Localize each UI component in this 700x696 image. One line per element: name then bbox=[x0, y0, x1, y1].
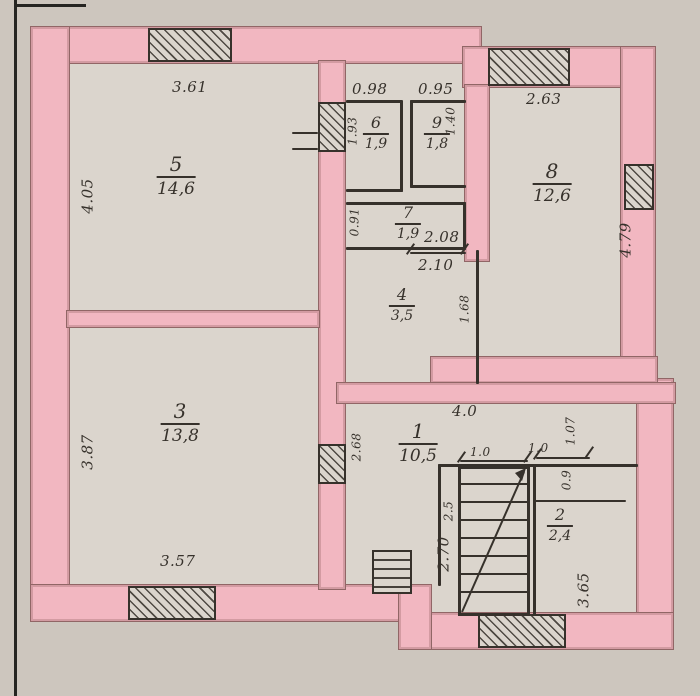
partition-room9-top bbox=[410, 100, 466, 103]
room-area: 1,9 bbox=[396, 225, 420, 242]
dim-stairs-run-b: 2.70 bbox=[434, 536, 453, 572]
room-area: 3,5 bbox=[390, 307, 414, 324]
window-bottom-left bbox=[128, 586, 216, 620]
dim-room7-width2: 2.10 bbox=[418, 256, 454, 274]
dim-stairs-run-a: 2.5 bbox=[441, 500, 456, 522]
dim-room3-bottom: 3.57 bbox=[160, 552, 196, 570]
dim-room8-top: 2.63 bbox=[526, 90, 562, 108]
dim-room7-left: 0.91 bbox=[347, 207, 362, 237]
dim-room1-left: 2.68 bbox=[349, 432, 364, 462]
window-top-left bbox=[148, 28, 232, 62]
room-number: 1 bbox=[398, 420, 438, 445]
dim-room5-left: 4.05 bbox=[78, 178, 97, 214]
dim-line bbox=[460, 460, 528, 462]
room-number: 9 bbox=[423, 114, 451, 135]
room-number: 5 bbox=[156, 153, 196, 178]
opening-center-wall-upper bbox=[318, 102, 346, 152]
dim-room8-right: 4.79 bbox=[616, 222, 635, 258]
window-right bbox=[624, 164, 654, 210]
room-label-9: 9 1,8 bbox=[423, 114, 451, 152]
photo-edge-left bbox=[14, 0, 17, 696]
window-top-right bbox=[488, 48, 570, 86]
room-label-2: 2 2,4 bbox=[546, 506, 574, 544]
partition-hall-right bbox=[438, 464, 441, 586]
room-number: 3 bbox=[160, 400, 200, 425]
room-label-4: 4 3,5 bbox=[388, 286, 416, 324]
room-area: 1,9 bbox=[364, 135, 388, 152]
room-number: 8 bbox=[532, 160, 572, 185]
wall-outer-bottom-left bbox=[30, 584, 420, 622]
partition-room2-shelf bbox=[534, 500, 626, 502]
dim-room6-top: 0.98 bbox=[352, 80, 388, 98]
opening-center-wall-lower bbox=[318, 444, 346, 484]
wall-room8-left bbox=[464, 84, 490, 262]
room-label-3: 3 13,8 bbox=[160, 400, 200, 446]
dim-room2-width: 1.0 bbox=[528, 441, 549, 455]
plan-floor bbox=[30, 26, 674, 650]
wall-room5-room3-divider bbox=[66, 310, 320, 328]
room-area: 12,6 bbox=[533, 186, 571, 206]
partition-room4-right bbox=[476, 250, 479, 384]
wall-outer-right-lower bbox=[636, 378, 674, 648]
room-number: 7 bbox=[394, 204, 422, 225]
room-label-5: 5 14,6 bbox=[156, 153, 196, 199]
dim-room2-right: 1.07 bbox=[563, 416, 578, 446]
partition-room9-bottom bbox=[410, 185, 466, 188]
door-mark-room5-a bbox=[292, 132, 318, 134]
dim-room9-top: 0.95 bbox=[418, 80, 454, 98]
window-bottom-right bbox=[478, 614, 566, 648]
room-area: 13,8 bbox=[161, 426, 199, 446]
partition-room9-left bbox=[410, 100, 413, 188]
dim-room4-right: 1.68 bbox=[457, 294, 472, 324]
partition-room6-bottom bbox=[346, 189, 403, 192]
wall-room1-top bbox=[336, 382, 676, 404]
partition-room7-top bbox=[346, 202, 466, 205]
paper-patch bbox=[482, 26, 674, 48]
room-label-8: 8 12,6 bbox=[532, 160, 572, 206]
stairs bbox=[458, 466, 530, 616]
paper-patch bbox=[656, 26, 674, 380]
wall-room8-bottom bbox=[430, 356, 658, 384]
partition-room2-left bbox=[533, 464, 536, 616]
dim-room9-right: 1.40 bbox=[443, 106, 458, 136]
door-mark-room5-b bbox=[292, 148, 318, 150]
room-area: 14,6 bbox=[157, 179, 195, 199]
wall-outer-left bbox=[30, 26, 70, 622]
dim-line bbox=[536, 457, 590, 459]
dim-room6-left: 1.93 bbox=[345, 116, 360, 146]
wall-entry-connector bbox=[398, 584, 432, 650]
partition-room6-top bbox=[346, 100, 402, 103]
dim-room7-width: 2.08 bbox=[424, 228, 460, 246]
dim-room3-left: 3.87 bbox=[78, 434, 97, 470]
room-label-6: 6 1,9 bbox=[362, 114, 390, 152]
dim-line bbox=[410, 252, 466, 254]
room-number: 6 bbox=[362, 114, 390, 135]
paper-patch bbox=[30, 622, 398, 650]
entry-steps bbox=[372, 550, 412, 594]
room-label-1: 1 10,5 bbox=[398, 420, 438, 466]
dim-room2-inner: 0.9 bbox=[559, 469, 574, 491]
wall-outer-top-left bbox=[30, 26, 482, 64]
partition-room1-bottom bbox=[438, 464, 638, 467]
dim-room2-bottom: 3.65 bbox=[574, 572, 593, 608]
photo-edge-top bbox=[16, 4, 86, 7]
partition-room7-bottom bbox=[346, 247, 466, 250]
room-label-7: 7 1,9 bbox=[394, 204, 422, 242]
room-number: 4 bbox=[388, 286, 416, 307]
partition-room6-right bbox=[400, 100, 403, 192]
partition-room7-right bbox=[463, 202, 466, 250]
dim-room1-top: 4.0 bbox=[452, 402, 478, 420]
dim-room5-top: 3.61 bbox=[172, 78, 208, 96]
dim-stairs-width: 1.0 bbox=[470, 445, 491, 459]
room-area: 2,4 bbox=[548, 527, 572, 544]
room-area: 10,5 bbox=[399, 446, 437, 466]
room-number: 2 bbox=[546, 506, 574, 527]
room-area: 1,8 bbox=[425, 135, 449, 152]
